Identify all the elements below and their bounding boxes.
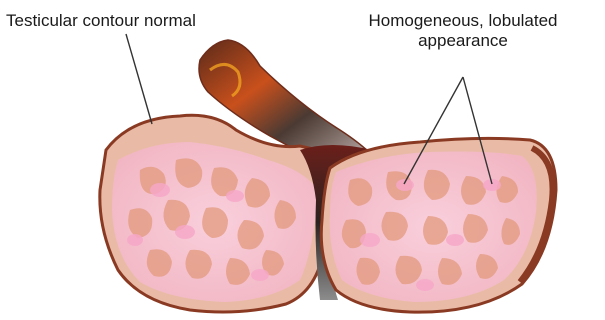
left-testis <box>100 115 336 312</box>
leader-line-left <box>126 34 152 124</box>
right-testis <box>321 138 556 312</box>
